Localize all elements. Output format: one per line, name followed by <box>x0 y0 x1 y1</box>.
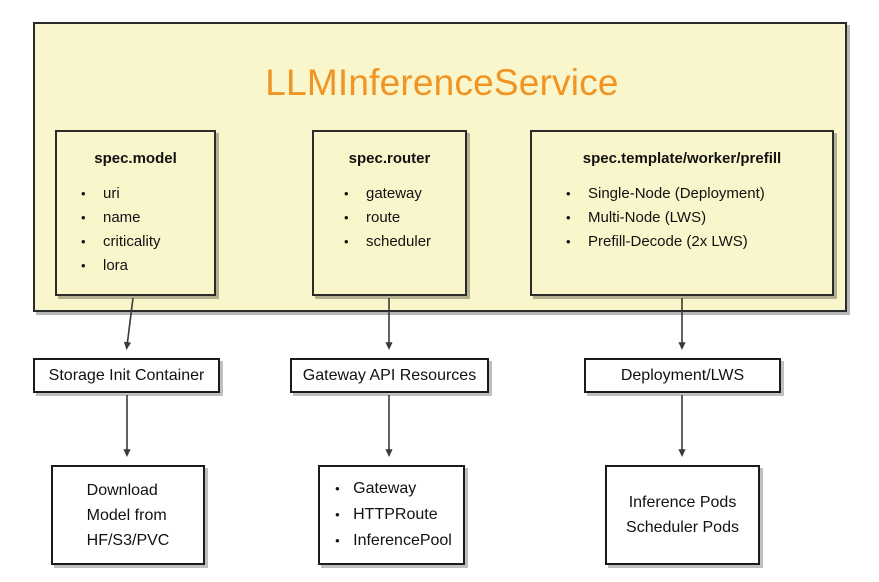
list-item: Single-Node (Deployment) <box>566 182 832 206</box>
list-item: uri <box>81 182 214 206</box>
spec-router-list: gateway route scheduler <box>314 182 465 254</box>
node-download-model[interactable]: Download Model from HF/S3/PVC <box>51 465 205 565</box>
node-label: Deployment/LWS <box>620 366 745 384</box>
spec-template-list: Single-Node (Deployment) Multi-Node (LWS… <box>532 182 832 254</box>
node-label-line: Scheduler Pods <box>626 519 739 536</box>
node-inference-scheduler-pods[interactable]: Inference Pods Scheduler Pods <box>605 465 760 565</box>
list-item: Gateway <box>335 476 452 502</box>
spec-model-box[interactable]: spec.model uri name criticality lora <box>55 130 216 296</box>
list-item: scheduler <box>344 230 465 254</box>
node-label-line: Download <box>86 481 158 499</box>
node-gateway-resource-list[interactable]: Gateway HTTPRoute InferencePool <box>318 465 465 565</box>
list-item: Prefill-Decode (2x LWS) <box>566 230 832 254</box>
node-label: Gateway API Resources <box>302 366 477 384</box>
list-item: Multi-Node (LWS) <box>566 206 832 230</box>
node-deployment-lws[interactable]: Deployment/LWS <box>584 358 781 393</box>
node-gateway-api-resources[interactable]: Gateway API Resources <box>290 358 489 393</box>
node-label: Storage Init Container <box>48 366 205 384</box>
gateway-resource-list: Gateway HTTPRoute InferencePool <box>331 476 452 554</box>
list-item: route <box>344 206 465 230</box>
list-item: gateway <box>344 182 465 206</box>
list-item: lora <box>81 254 214 278</box>
node-label-line: Model from <box>86 506 167 524</box>
spec-router-heading: spec.router <box>348 150 431 167</box>
page-title: LLMInferenceService <box>265 62 619 103</box>
spec-model-list: uri name criticality lora <box>57 182 214 278</box>
list-item: name <box>81 206 214 230</box>
spec-model-heading: spec.model <box>94 150 177 167</box>
list-item: InferencePool <box>335 528 452 554</box>
node-storage-init-container[interactable]: Storage Init Container <box>33 358 220 393</box>
spec-router-box[interactable]: spec.router gateway route scheduler <box>312 130 467 296</box>
node-label-group: Inference Pods Scheduler Pods <box>626 490 739 540</box>
node-label-line: Inference Pods <box>628 494 737 511</box>
spec-template-box[interactable]: spec.template/worker/prefill Single-Node… <box>530 130 834 296</box>
list-item: criticality <box>81 230 214 254</box>
list-item: HTTPRoute <box>335 502 452 528</box>
node-label-group: Download Model from HF/S3/PVC <box>87 478 170 553</box>
spec-template-heading: spec.template/worker/prefill <box>582 150 782 167</box>
node-label-line: HF/S3/PVC <box>86 531 170 549</box>
